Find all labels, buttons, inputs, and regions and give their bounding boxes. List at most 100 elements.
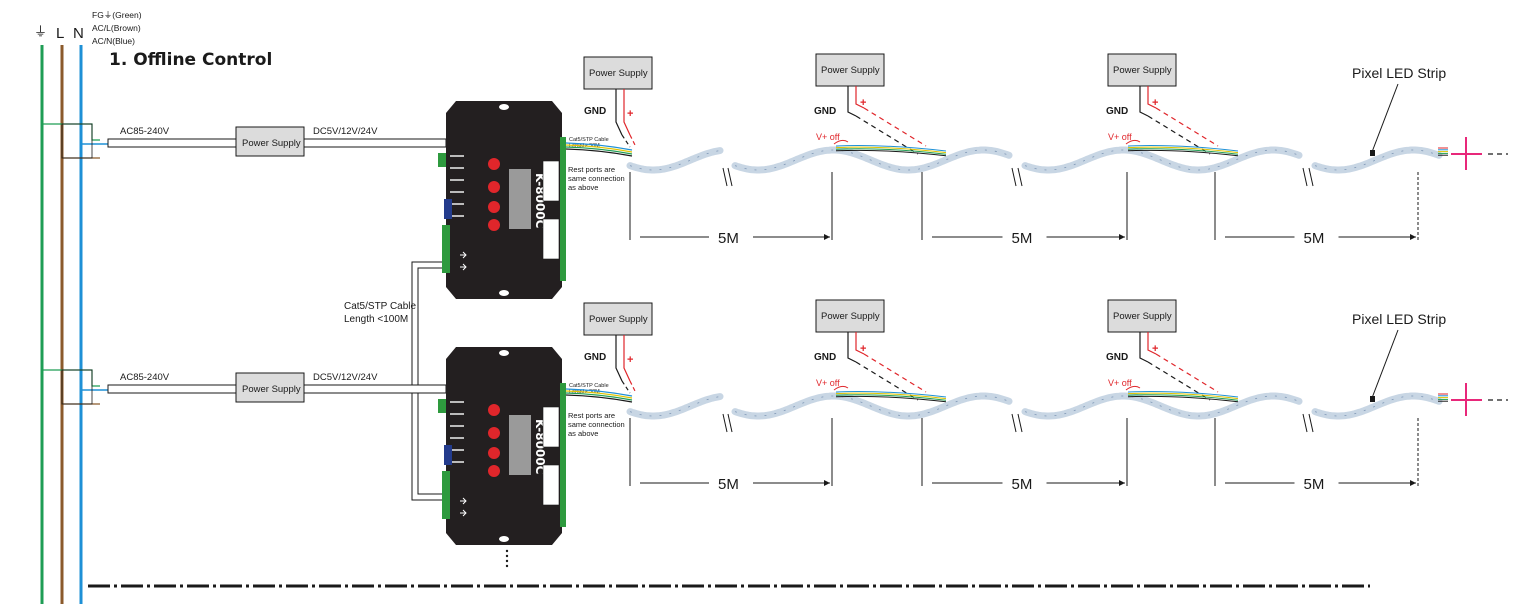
led-strip-segment [626, 393, 724, 420]
pixel-led-strip-label: Pixel LED Strip [1352, 65, 1446, 81]
strip-power-supply [1107, 53, 1177, 87]
junction-wire [1127, 146, 1239, 154]
led-strip-segment [1311, 392, 1443, 420]
segment-length-label: 5M [718, 230, 739, 247]
legend-l-letter: L [56, 25, 64, 42]
strip-break [1017, 413, 1023, 433]
strip-power-supply-label: Power Supply [589, 68, 648, 79]
legend: ⏚ L N FG⏚(Green) AC/L(Brown) AC/N(Blue) [34, 10, 142, 46]
gnd-wire-dashed [1147, 115, 1211, 155]
controller-print [450, 191, 464, 193]
controller-signal-terminal [442, 225, 450, 273]
segment-length-label: 5M [1012, 230, 1033, 247]
controller-print [450, 401, 464, 403]
controller-display [509, 169, 531, 229]
tap-ground [42, 123, 100, 141]
vplus-off-label: V+ off [1108, 132, 1132, 142]
led-strip-segment [731, 392, 1013, 420]
controller-mount-hole [499, 536, 509, 542]
junction-wire [1127, 395, 1239, 403]
cut-vplus-mark [833, 385, 849, 391]
cascade-cable-inner [417, 267, 445, 495]
data-wire [565, 392, 633, 401]
controller-port-block [542, 464, 560, 506]
ac-cable [107, 384, 237, 394]
controller-power-terminal [438, 153, 446, 167]
strip-power-supply [583, 302, 653, 336]
junction-wire [835, 145, 947, 152]
gnd-wire-dashed [1147, 361, 1211, 401]
ac-label: AC85-240V [120, 126, 170, 137]
controller-print [450, 413, 464, 415]
controller-button [488, 201, 500, 213]
junction-wire [835, 391, 947, 398]
controller-button [488, 219, 500, 231]
gnd-wire-dashed [621, 380, 631, 394]
strip-power-supply-label: Power Supply [821, 311, 880, 322]
segment-length-label: 5M [718, 476, 739, 493]
controller-body [446, 101, 562, 299]
strip-label-pointer [1371, 83, 1399, 153]
ac-cable [107, 138, 237, 148]
legend-l-line: AC/L(Brown) [92, 23, 141, 33]
strip-break [1011, 167, 1017, 187]
vplus-wire [1147, 86, 1157, 109]
more-controllers-dots [505, 549, 509, 568]
gnd-label: GND [1106, 352, 1128, 363]
cascade-cable-line2: Length <100M [344, 314, 408, 325]
ground-icon: ⏚ [34, 24, 47, 39]
controller-print [450, 167, 464, 169]
strip-break [1308, 167, 1314, 187]
controller-print [450, 215, 464, 217]
controller-port-block [542, 406, 560, 448]
junction-wire [1127, 391, 1239, 398]
led-strip-segment [1021, 392, 1303, 420]
data-wire [565, 394, 633, 403]
controller-print [450, 461, 464, 463]
strip-break [1302, 167, 1308, 187]
gnd-wire-dashed [855, 361, 919, 401]
vplus-wire [623, 335, 631, 382]
data-wire [565, 142, 633, 151]
dc-cable [303, 138, 447, 148]
dc-cable [303, 384, 447, 394]
main-power-supply-label: Power Supply [242, 384, 301, 395]
vplus-wire [855, 86, 865, 109]
controller-button [488, 447, 500, 459]
strip-power-supply [815, 299, 885, 333]
gnd-wire [615, 335, 623, 382]
vplus-off-label: V+ off [1108, 378, 1132, 388]
main-power-supply-label: Power Supply [242, 138, 301, 149]
pixel-led-strip-label: Pixel LED Strip [1352, 311, 1446, 327]
controller-port-block [542, 160, 560, 202]
main-power-supply [235, 126, 305, 157]
junction-wire [835, 394, 947, 401]
strip-power-supply [815, 53, 885, 87]
dimension-arrow [824, 234, 830, 240]
controller-mount-hole [499, 290, 509, 296]
strip-break [722, 413, 728, 433]
legend-fg-line: FG⏚(Green) [92, 10, 142, 20]
vplus-wire-dashed [1155, 107, 1219, 147]
controller-print [450, 449, 464, 451]
data-wire [565, 148, 633, 157]
controller-arrows [460, 251, 467, 271]
led-strip-pixels [1314, 149, 1440, 171]
controller-mount-hole [499, 104, 509, 110]
led-strip-segment [626, 147, 724, 174]
junction-wire [835, 392, 947, 400]
data-wire [565, 146, 633, 155]
tap-box [61, 369, 93, 405]
strip-pixel-chip [1370, 396, 1375, 402]
tap-ground [42, 369, 100, 387]
cascade-cable [411, 261, 445, 501]
gnd-label: GND [584, 106, 606, 117]
junction-wire [1127, 149, 1239, 157]
main-power-supply [235, 372, 305, 403]
vplus-off-label: V+ off [816, 378, 840, 388]
